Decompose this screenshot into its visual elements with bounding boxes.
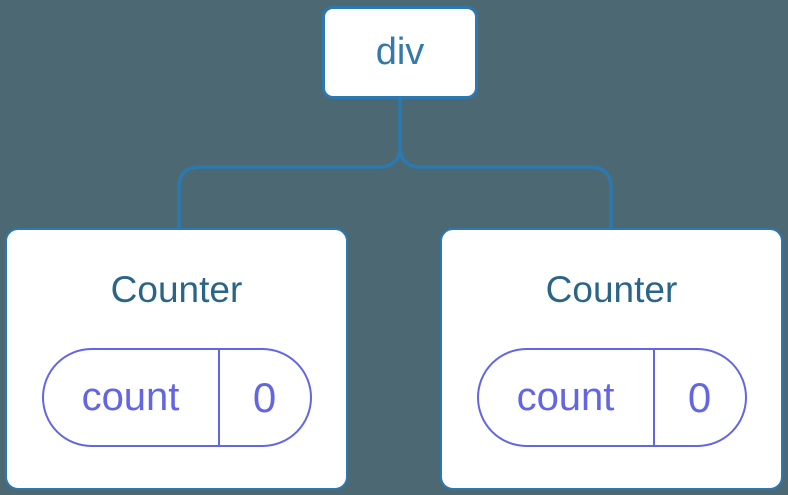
tree-node-root: div [322,6,478,99]
counter-card-2: Counter count 0 [440,228,783,490]
component-title: Counter [545,269,678,310]
state-pill: count 0 [41,348,312,447]
state-key: count [44,350,220,445]
state-key: count [479,350,655,445]
state-pill: count 0 [476,348,747,447]
counter-card-1: Counter count 0 [5,228,348,490]
connector-right-branch [398,97,613,230]
connector-left-branch [177,97,402,230]
state-value: 0 [252,373,277,421]
component-title: Counter [110,269,243,310]
root-node-label: div [375,31,425,73]
state-value: 0 [687,373,712,421]
